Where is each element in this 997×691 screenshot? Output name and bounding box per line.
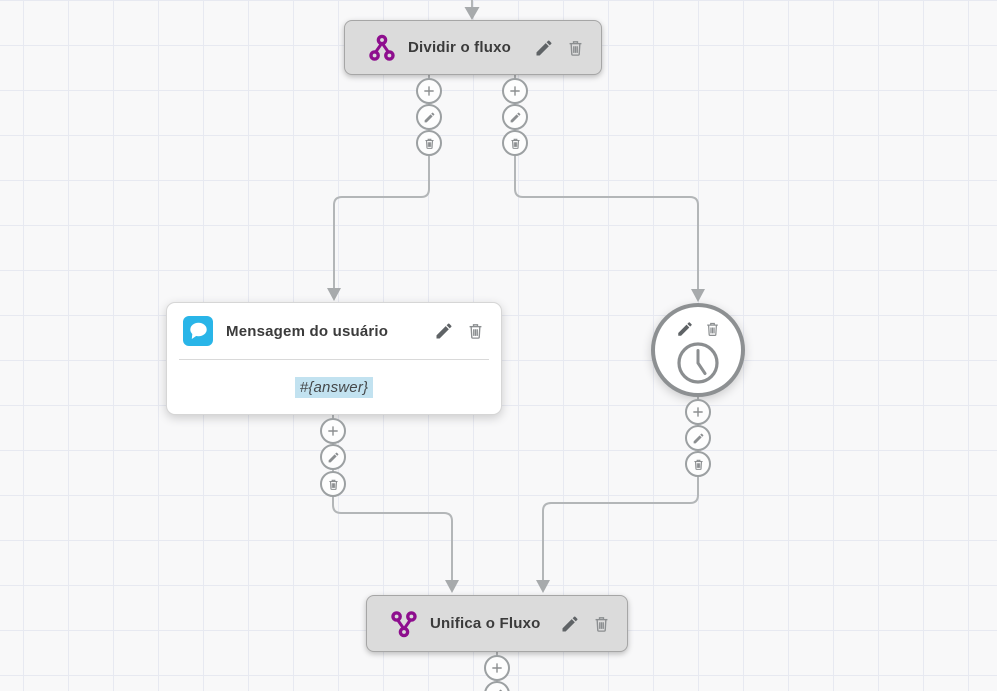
trash-icon: [424, 138, 434, 149]
trash-icon: [328, 479, 338, 490]
plus-icon: [492, 663, 502, 673]
add-block-after-wait-button[interactable]: [685, 399, 711, 425]
split-node-title: Dividir o fluxo: [408, 39, 512, 56]
pencil-icon: [424, 112, 434, 122]
edit-split-node-button[interactable]: [534, 38, 554, 58]
delete-wait-node-button[interactable]: [704, 320, 721, 338]
message-variable-value: #{answer}: [294, 376, 374, 398]
add-block-branch-right-button[interactable]: [502, 78, 528, 104]
wait-node[interactable]: [651, 303, 745, 397]
trash-icon: [595, 616, 608, 632]
delete-branch-left-button[interactable]: [416, 130, 442, 156]
wire-message-to-merge: [332, 414, 453, 580]
merge-node-title: Unifica o Fluxo: [430, 615, 541, 632]
message-node-title: Mensagem do usuário: [226, 322, 389, 340]
delete-branch-right-button[interactable]: [502, 130, 528, 156]
delete-wait-connection-button[interactable]: [685, 451, 711, 477]
split-flow-node[interactable]: Dividir o fluxo: [344, 20, 602, 75]
chat-bubble-icon: [183, 316, 213, 346]
arrowhead-wait-into-merge: [536, 580, 550, 593]
delete-message-node-button[interactable]: [466, 321, 485, 341]
add-block-after-message-button[interactable]: [320, 418, 346, 444]
pencil-icon: [677, 322, 692, 336]
trash-icon: [469, 324, 482, 339]
wire-wait-to-merge: [542, 396, 699, 580]
plus-icon: [510, 86, 520, 96]
message-node-divider: [179, 359, 489, 360]
edit-wait-node-button[interactable]: [676, 320, 694, 338]
trash-icon: [569, 40, 582, 56]
pencil-icon: [328, 452, 338, 462]
trash-icon: [706, 322, 718, 336]
delete-merge-node-button[interactable]: [592, 614, 611, 634]
pencil-icon: [436, 323, 452, 339]
merge-flow-node[interactable]: Unifica o Fluxo: [366, 595, 628, 652]
arrowhead-into-message-node: [327, 288, 341, 301]
arrowhead-into-split-node: [464, 7, 480, 20]
trash-icon: [510, 138, 520, 149]
arrowhead-into-wait-node: [691, 289, 705, 302]
clock-icon: [677, 342, 719, 384]
plus-icon: [328, 426, 338, 436]
add-block-branch-left-button[interactable]: [416, 78, 442, 104]
edit-wait-connection-button[interactable]: [685, 425, 711, 451]
split-icon: [369, 34, 395, 61]
trash-icon: [693, 459, 703, 470]
pencil-icon: [536, 39, 552, 55]
plus-icon: [424, 86, 434, 96]
edit-message-node-button[interactable]: [434, 321, 454, 341]
pencil-icon: [510, 112, 520, 122]
delete-message-connection-button[interactable]: [320, 471, 346, 497]
edit-message-connection-button[interactable]: [320, 444, 346, 470]
merge-icon: [391, 610, 417, 637]
delete-split-node-button[interactable]: [566, 38, 585, 58]
pencil-icon: [693, 433, 703, 443]
add-block-after-merge-button[interactable]: [484, 655, 510, 681]
pencil-icon: [497, 689, 502, 691]
plus-icon: [693, 407, 703, 417]
edit-branch-right-button[interactable]: [502, 104, 528, 130]
edit-merge-node-button[interactable]: [560, 614, 580, 634]
wire-split-to-message: [333, 74, 430, 289]
edit-branch-left-button[interactable]: [416, 104, 442, 130]
wire-split-to-wait: [514, 74, 699, 290]
pencil-icon: [562, 615, 578, 631]
arrowhead-message-into-merge: [445, 580, 459, 593]
user-message-node[interactable]: Mensagem do usuário #{answer}: [166, 302, 502, 415]
